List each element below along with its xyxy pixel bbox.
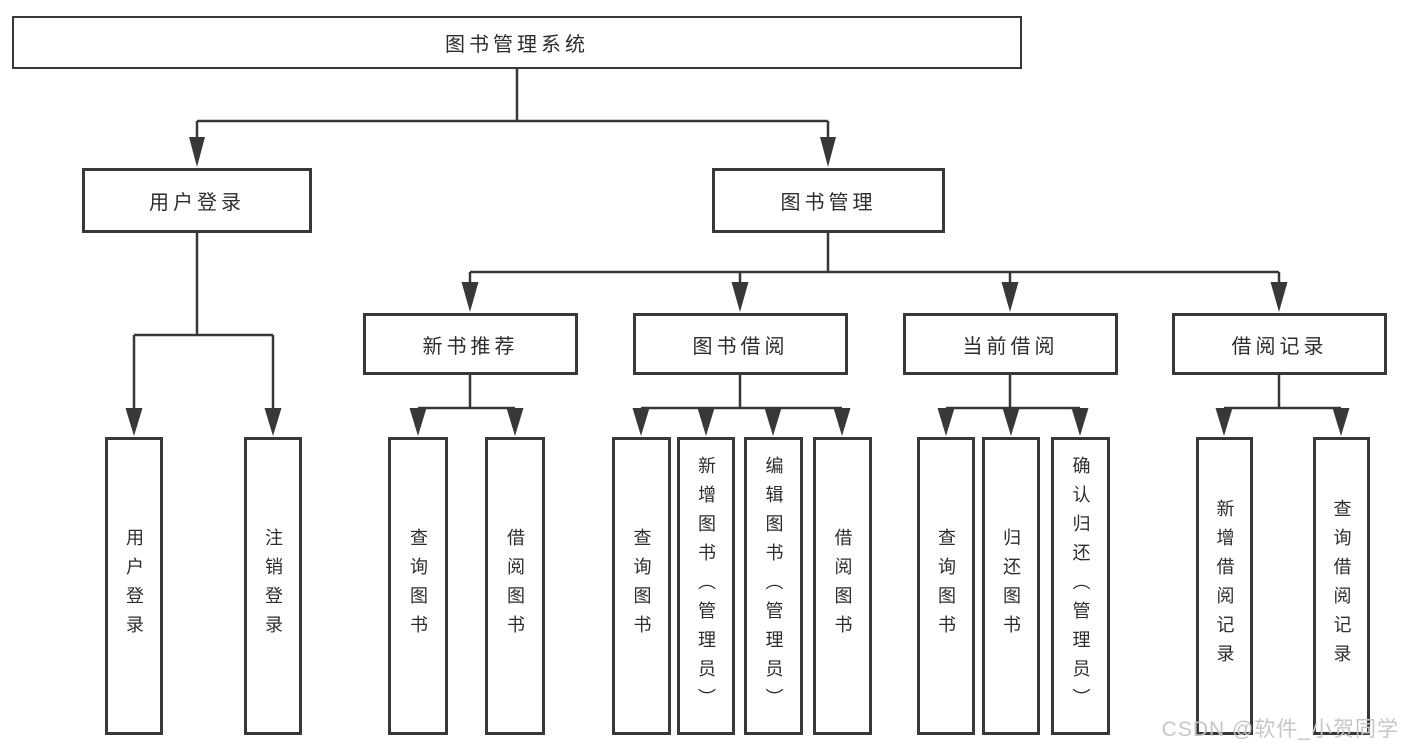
node-query-books-current: 查询图书 [917, 437, 975, 735]
node-query-books-borrow: 查询图书 [612, 437, 671, 735]
node-label: 确认归还（管理员） [1070, 455, 1091, 717]
node-user-login-branch: 用户登录 [82, 168, 312, 233]
node-label: 查询图书 [408, 528, 428, 644]
arrow-down-icon [764, 408, 782, 436]
node-library-system: 图书管理系统 [12, 16, 1022, 69]
node-query-borrow-record: 查询借阅记录 [1313, 437, 1370, 735]
arrow-down-icon [1215, 408, 1233, 436]
arrow-down-icon [1332, 408, 1350, 436]
node-label: 用户登录 [124, 528, 144, 644]
node-label: 注销登录 [263, 528, 283, 644]
csdn-watermark: CSDN @软件_小贺同学 [1161, 718, 1399, 741]
arrow-down-icon [506, 408, 524, 436]
node-borrow-books-recommend: 借阅图书 [485, 437, 545, 735]
node-label: 图书管理 [780, 192, 877, 214]
arrow-down-icon [461, 282, 479, 312]
arrow-down-icon [820, 137, 836, 167]
node-label: 编辑图书（管理员） [763, 455, 784, 717]
node-label: 用户登录 [149, 192, 245, 214]
node-return-book: 归还图书 [982, 437, 1040, 735]
arrow-down-icon [1270, 282, 1288, 312]
node-label: 新增借阅记录 [1214, 499, 1235, 673]
node-book-management-branch: 图书管理 [712, 168, 945, 233]
node-label: 借阅图书 [505, 528, 525, 644]
arrow-down-icon [731, 282, 749, 312]
node-query-books-recommend: 查询图书 [388, 437, 448, 735]
node-logout: 注销登录 [244, 437, 302, 735]
node-label: 新书推荐 [422, 335, 519, 358]
arrow-down-icon [697, 408, 715, 436]
node-add-borrow-record: 新增借阅记录 [1196, 437, 1253, 735]
arrow-down-icon [833, 408, 851, 436]
node-label: 图书管理系统 [445, 34, 589, 56]
node-label: 查询图书 [631, 528, 652, 644]
node-label: 图书借阅 [692, 335, 789, 358]
node-label: 查询借阅记录 [1331, 499, 1352, 673]
node-borrow-books: 借阅图书 [813, 437, 872, 735]
node-label: 当前借阅 [962, 335, 1059, 358]
arrow-down-icon [125, 408, 143, 436]
node-borrow-records: 借阅记录 [1172, 313, 1387, 375]
arrow-down-icon [1071, 408, 1089, 436]
node-confirm-return-admin: 确认归还（管理员） [1051, 437, 1110, 735]
arrow-down-icon [264, 408, 282, 436]
node-edit-book-admin: 编辑图书（管理员） [744, 437, 803, 735]
arrow-down-icon [1002, 408, 1020, 436]
node-label: 归还图书 [1001, 528, 1021, 644]
arrow-down-icon [937, 408, 955, 436]
node-current-borrow: 当前借阅 [903, 313, 1118, 375]
node-label: 借阅记录 [1231, 335, 1328, 358]
node-book-borrow: 图书借阅 [633, 313, 848, 375]
arrow-down-icon [189, 137, 205, 167]
node-label: 查询图书 [936, 528, 956, 644]
arrow-down-icon [632, 408, 650, 436]
node-new-book-recommend: 新书推荐 [363, 313, 578, 375]
arrow-down-icon [1001, 282, 1019, 312]
arrow-down-icon [409, 408, 427, 436]
node-label: 借阅图书 [832, 528, 853, 644]
arrowheads [125, 137, 1350, 436]
node-user-login: 用户登录 [105, 437, 163, 735]
node-label: 新增图书（管理员） [696, 455, 716, 717]
node-add-book-admin: 新增图书（管理员） [677, 437, 735, 735]
